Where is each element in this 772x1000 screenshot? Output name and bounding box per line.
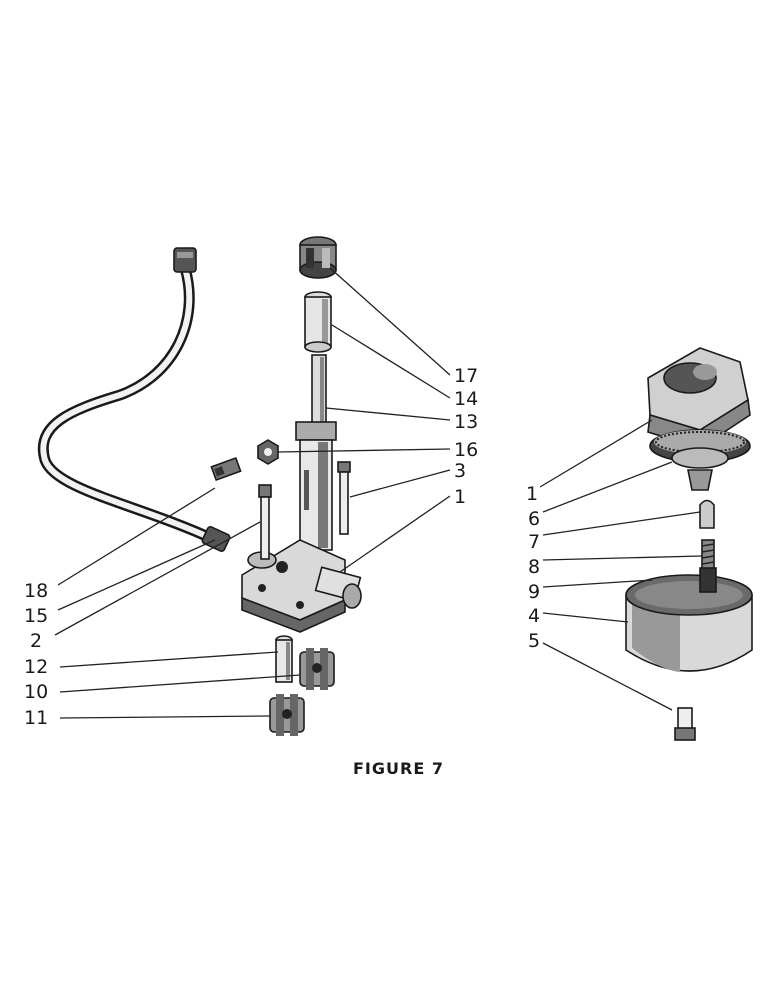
label-1: 1 [454, 486, 466, 508]
part-10-gear [299, 648, 335, 690]
label-16: 16 [454, 439, 478, 461]
filter-bowl [625, 567, 753, 672]
filter-valve [699, 499, 715, 529]
part-2-bolt [258, 484, 272, 560]
label-r5: 5 [528, 630, 540, 652]
label-17: 17 [454, 365, 478, 387]
part-3-bolt [337, 461, 351, 535]
label-r7: 7 [528, 531, 540, 553]
figure-caption: FIGURE 7 [353, 759, 444, 778]
part-15-plug [210, 456, 242, 482]
label-11: 11 [24, 707, 48, 729]
part-13-spindle [311, 354, 327, 431]
part-16-nut [257, 439, 279, 465]
part-12-pin [275, 635, 293, 683]
label-r4: 4 [528, 605, 540, 627]
filter-bolt [674, 707, 696, 741]
label-r8: 8 [528, 556, 540, 578]
leader-lines-right [539, 419, 703, 711]
delivery-pipe [37, 247, 231, 553]
part-11-gear [269, 694, 305, 736]
label-18: 18 [24, 580, 48, 602]
label-12: 12 [24, 656, 48, 678]
label-r9: 9 [528, 581, 540, 603]
leader-lines-left [54, 267, 451, 719]
part-1-pump-body [241, 421, 362, 633]
label-3: 3 [454, 460, 466, 482]
label-2: 2 [30, 630, 42, 652]
part-17-gear [299, 236, 337, 279]
label-13: 13 [454, 411, 478, 433]
filter-head [647, 347, 751, 491]
label-r1: 1 [526, 483, 538, 505]
label-r6: 6 [528, 508, 540, 530]
label-14: 14 [454, 388, 478, 410]
part-14-sleeve [304, 291, 332, 353]
label-10: 10 [24, 681, 48, 703]
label-15: 15 [24, 605, 48, 627]
